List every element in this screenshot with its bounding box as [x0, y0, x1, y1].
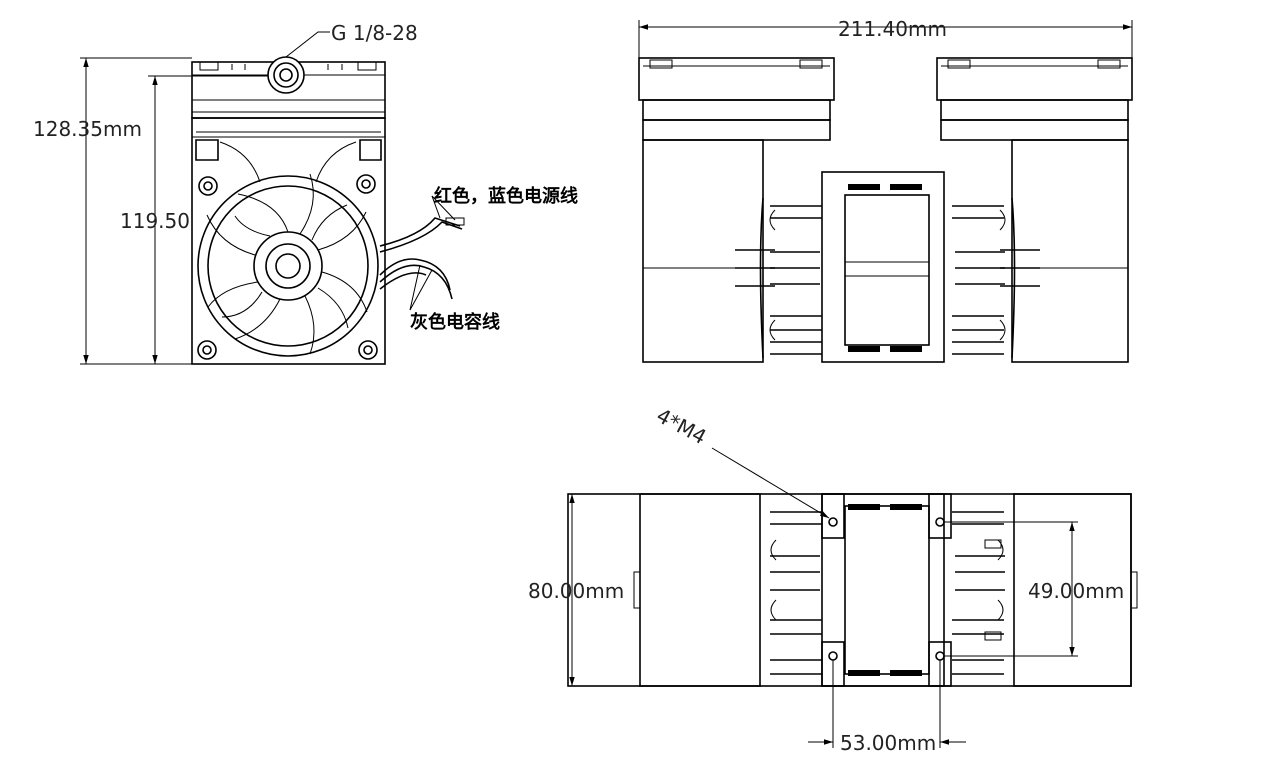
depth-label: 80.00mm [528, 579, 624, 603]
side-view [638, 57, 1133, 363]
mounting-hole [828, 517, 838, 527]
total-width-label: 211.40mm [838, 17, 947, 41]
capacitor-wire-label: 灰色电容线 [410, 311, 500, 333]
power-wires-label: 红色，蓝色电源线 [434, 185, 578, 207]
corner-screw [197, 340, 217, 360]
mounting-hole [935, 651, 945, 661]
total-height-label: 128.35mm [33, 117, 142, 141]
mounting-hole [828, 651, 838, 661]
total-height-dimension [80, 57, 192, 365]
cooling-fins-right [952, 197, 1040, 359]
corner-screw [356, 174, 376, 194]
hole-spacing-vertical-dimension [944, 521, 1078, 657]
hole-spacing-vertical-label: 49.00mm [1028, 579, 1124, 603]
body-height-label: 119.50 [120, 209, 190, 233]
mounting-hole [935, 517, 945, 527]
front-view [191, 31, 465, 365]
screws-label: 4*M4 [653, 403, 711, 449]
top-view [567, 493, 1138, 687]
port-fitting [267, 56, 305, 94]
body-height-dimension [148, 75, 268, 364]
port-label: G 1/8-28 [331, 21, 418, 45]
corner-screw [198, 176, 218, 196]
power-wires [379, 217, 465, 253]
hole-spacing-horizontal-dimension [808, 660, 966, 748]
fan [197, 173, 379, 357]
hole-spacing-horizontal-label: 53.00mm [840, 731, 936, 755]
screws-leader [711, 447, 830, 519]
capacitor-wires [379, 258, 453, 300]
cooling-fins-left [735, 197, 822, 359]
total-width-dimension [638, 20, 1133, 58]
corner-screw [358, 340, 378, 360]
